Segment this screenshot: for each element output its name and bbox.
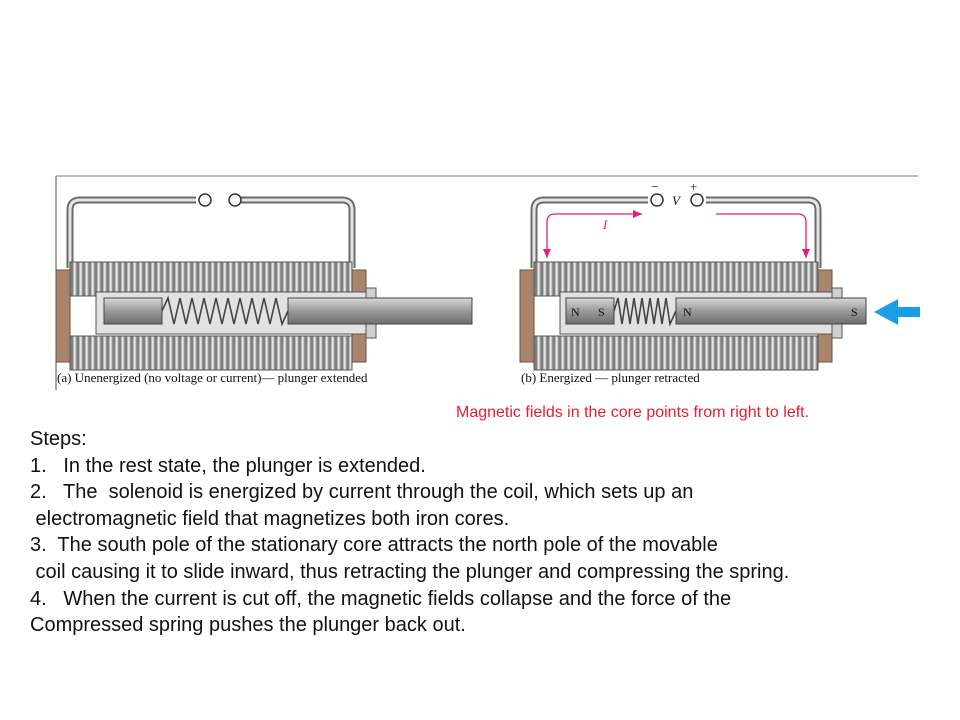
panel-a-coil-top: [69, 261, 353, 297]
panel-a-stationary-core: [103, 297, 163, 325]
plus-sign: +: [690, 179, 697, 194]
magnetic-field-note: Magnetic fields in the core points from …: [456, 404, 810, 421]
solenoid-figure: (a) Unenergized (no voltage or current)—…: [55, 175, 920, 390]
step-line: Compressed spring pushes the plunger bac…: [30, 614, 466, 637]
pole-label-s-stationary: S: [598, 305, 605, 319]
panel-a-end-cap-left: [55, 269, 71, 363]
panel-a-plunger: [287, 297, 473, 325]
panel-b-caption: (b) Energized — plunger retracted: [521, 370, 700, 385]
panel-b-end-cap-left: [519, 269, 535, 363]
steps-text: Steps: 1. In the rest state, the plunger…: [30, 426, 789, 639]
panel-a-terminal-left: [198, 193, 212, 207]
panel-b-terminal-negative: [650, 193, 664, 207]
panel-b-spring: [613, 297, 677, 327]
panel-b-terminal-positive: [690, 193, 704, 207]
step-line: 1. In the rest state, the plunger is ext…: [30, 454, 426, 477]
panel-b-coil-top: [533, 261, 819, 297]
voltage-symbol: V: [672, 193, 682, 208]
step-line: 2. The solenoid is energized by current …: [30, 481, 694, 504]
minus-sign: −: [651, 179, 658, 194]
pole-label-n-plunger: N: [683, 305, 692, 319]
panel-a-lead-right: [237, 196, 356, 268]
panel-b-energized: − + V I N S N S (b) Energized — plunger …: [519, 179, 920, 385]
panel-a-unenergized: (a) Unenergized (no voltage or current)—…: [55, 193, 473, 385]
panel-b-lead-right: [706, 196, 822, 268]
panel-a-terminal-right: [228, 193, 242, 207]
panel-b-coil-bottom: [533, 335, 819, 371]
panel-a-coil-bottom: [69, 335, 353, 371]
retraction-arrow-icon: [874, 299, 920, 325]
panel-b-plunger: [675, 297, 867, 325]
step-line: coil causing it to slide inward, thus re…: [30, 560, 790, 583]
panel-a-spring: [161, 295, 289, 327]
pole-label-n-stationary: N: [571, 305, 580, 319]
steps-heading: Steps:: [30, 428, 87, 450]
step-line: 3. The south pole of the stationary core…: [30, 534, 718, 557]
panel-a-lead-left: [66, 196, 196, 268]
panel-a-caption: (a) Unenergized (no voltage or current)—…: [57, 370, 368, 385]
step-line: 4. When the current is cut off, the magn…: [30, 587, 732, 610]
pole-label-s-plunger: S: [851, 305, 858, 319]
step-line: electromagnetic field that magnetizes bo…: [30, 507, 510, 530]
current-arrow-right: [716, 213, 807, 258]
current-arrow-left: [546, 213, 642, 258]
panel-b-lead-left: [530, 196, 648, 268]
current-symbol: I: [602, 217, 608, 232]
